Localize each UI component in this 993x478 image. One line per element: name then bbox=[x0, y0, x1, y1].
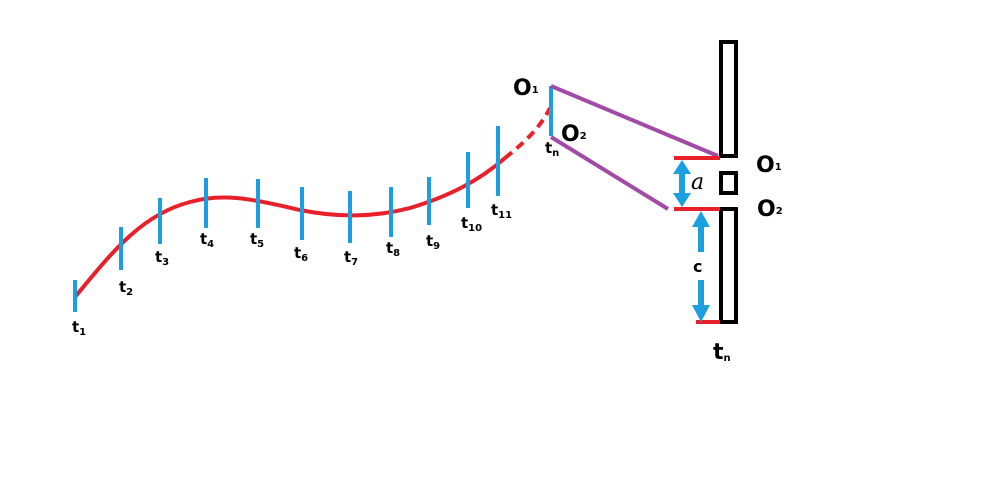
point-label-o2-left: O2 bbox=[561, 122, 587, 147]
point-label-o2-right: O2 bbox=[757, 197, 783, 222]
point-label-o1-right: O1 bbox=[756, 153, 782, 178]
dimension-arrow-c bbox=[692, 211, 710, 322]
tick-label: t5 bbox=[250, 230, 264, 250]
tick-label: t11 bbox=[491, 201, 512, 221]
tick-label: t3 bbox=[155, 248, 169, 268]
tick-label: t7 bbox=[344, 248, 358, 268]
tick-label: t4 bbox=[200, 230, 214, 250]
trajectory-curve bbox=[73, 156, 507, 299]
point-label-tn-right: tn bbox=[713, 340, 731, 365]
tick-label: t9 bbox=[426, 232, 440, 252]
tick-label: t10 bbox=[461, 214, 482, 234]
dimension-arrow-a bbox=[673, 160, 691, 207]
ray-o1 bbox=[550, 84, 719, 158]
dimension-label-a: a bbox=[691, 170, 704, 195]
screen-upper-bar bbox=[719, 40, 738, 158]
tick-marks bbox=[73, 86, 553, 312]
tick-label: tn bbox=[545, 139, 559, 159]
point-label-o1-left: O1 bbox=[513, 76, 539, 101]
tick-label: t1 bbox=[72, 318, 86, 338]
tick-labels: t1 t2 t3 t4 t5 t6 t7 t8 t9 t10 t11 tn bbox=[72, 139, 559, 338]
ray-o2 bbox=[549, 135, 670, 211]
trajectory-curve-dashed bbox=[503, 107, 552, 160]
dimension-label-c: c bbox=[693, 257, 702, 276]
tick-label: t8 bbox=[386, 239, 400, 259]
screen-slit-block bbox=[719, 171, 738, 195]
tick-label: t6 bbox=[294, 244, 308, 264]
tick-label: t2 bbox=[119, 278, 133, 298]
screen-lower-bar bbox=[719, 207, 738, 324]
